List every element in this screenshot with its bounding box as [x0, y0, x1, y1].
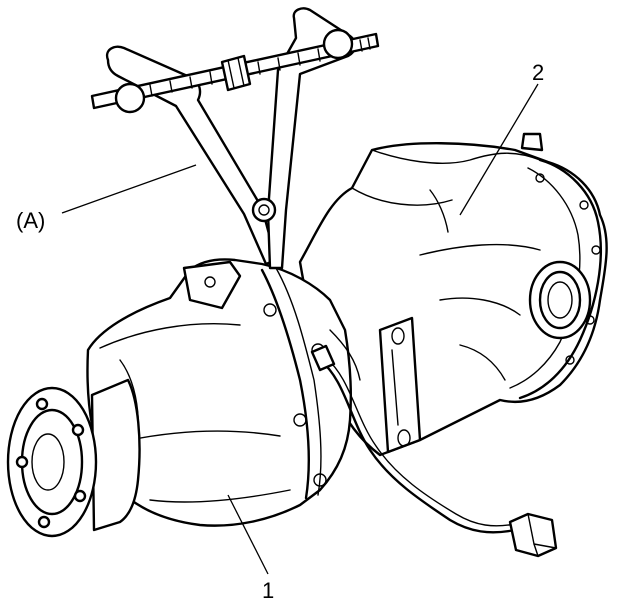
- callout-label-tool: (A): [16, 208, 45, 233]
- callout-label-part1: 1: [262, 578, 274, 603]
- special-tool-puller: [90, 7, 380, 270]
- callout-leader-part2: [459, 83, 539, 216]
- differential-carrier-housing: [298, 132, 608, 457]
- transfer-extension-housing: [86, 258, 361, 527]
- sensor-harness: [310, 344, 558, 558]
- callout-leader-part1: [227, 494, 269, 575]
- callout-leader-tool: [61, 164, 197, 214]
- callout-label-part2: 2: [532, 60, 544, 85]
- companion-flange: [6, 378, 141, 538]
